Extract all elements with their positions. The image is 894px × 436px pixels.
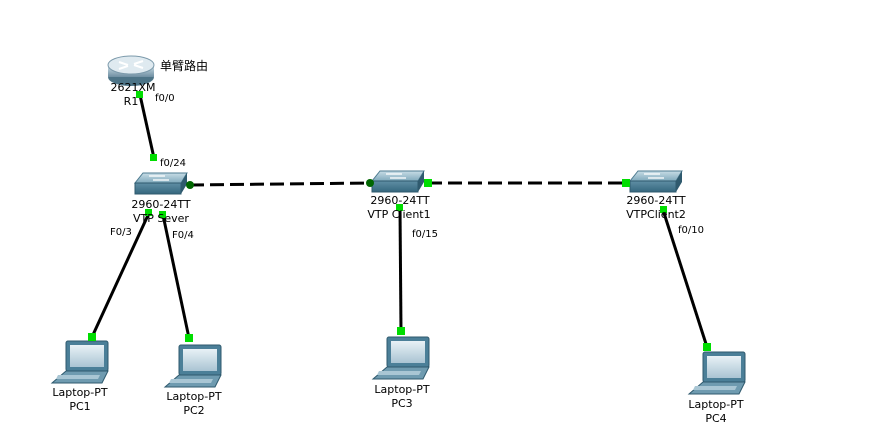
status-light-pc3 [397, 327, 405, 335]
router-name-label: R1 [123, 95, 139, 108]
switch-client2-name-label: VTPClient2 [626, 208, 686, 221]
port-label-sever-f024: f0/24 [160, 158, 186, 169]
status-light-r1-f00 [136, 91, 143, 98]
switch-arrows-icon [386, 173, 406, 179]
laptop-pc3-model-label: Laptop-PT [374, 383, 430, 396]
switch-sever-name-label: VTP Sever [133, 212, 189, 225]
laptop-pc2-model-label: Laptop-PT [166, 390, 222, 403]
note-label: 单臂路由 [157, 57, 212, 75]
status-light-pc1 [88, 333, 96, 341]
switch-client2-model-label: 2960-24TT [626, 194, 686, 207]
link-sever-client1[interactable] [189, 181, 371, 187]
status-light-client1-f015 [396, 204, 403, 211]
switch-client1-model-label: 2960-24TT [370, 194, 430, 207]
link-status-lights [88, 91, 711, 351]
status-light-client1-trunk-right [424, 179, 432, 187]
link-r1-sever[interactable] [138, 94, 156, 159]
switch-vtp-sever[interactable] [133, 172, 188, 195]
status-light-sever-f03 [145, 209, 152, 216]
port-label-r1-f00: f0/0 [155, 93, 175, 104]
laptop-pc3[interactable] [371, 336, 430, 380]
switch-vtp-client1[interactable] [370, 170, 425, 193]
switch-client1-name-label: VTP Client1 [367, 208, 431, 221]
port-label-client2-f010: f0/10 [678, 225, 704, 236]
status-light-sever-trunk [186, 181, 194, 189]
status-light-client1-trunk-left [366, 179, 374, 187]
link-client1-pc3[interactable] [398, 207, 403, 332]
laptop-pc1-model-label: Laptop-PT [52, 386, 108, 399]
status-light-sever-f04 [159, 211, 166, 218]
status-light-pc2 [185, 334, 193, 342]
laptop-pc4-name-label: PC4 [705, 412, 727, 425]
link-sever-pc1[interactable] [90, 212, 151, 338]
status-light-client2-trunk [622, 179, 630, 187]
laptop-pc4-model-label: Laptop-PT [688, 398, 744, 411]
laptop-pc1[interactable] [50, 340, 109, 384]
router-arrows-icon [118, 60, 144, 70]
laptop-pc2[interactable] [163, 344, 222, 388]
switch-arrows-icon [149, 175, 169, 181]
laptop-pc3-name-label: PC3 [391, 397, 413, 410]
router-r1[interactable] [107, 55, 155, 86]
status-light-pc4 [703, 343, 711, 351]
switch-vtp-client2[interactable] [628, 170, 683, 193]
laptop-pc1-name-label: PC1 [69, 400, 91, 413]
switch-sever-model-label: 2960-24TT [131, 198, 191, 211]
port-label-client1-f015: f0/15 [412, 229, 438, 240]
router-model-label: 2621XM [110, 81, 156, 94]
port-label-sever-f04: F0/4 [172, 230, 194, 241]
status-light-sever-f024 [150, 154, 157, 161]
status-light-client2-f010 [660, 206, 667, 213]
port-label-sever-f03: F0/3 [110, 227, 132, 238]
laptop-pc4[interactable] [687, 351, 746, 395]
laptop-pc2-name-label: PC2 [183, 404, 205, 417]
link-sever-pc2[interactable] [161, 214, 191, 339]
link-client2-pc4[interactable] [661, 209, 709, 348]
switch-arrows-icon [644, 173, 664, 179]
